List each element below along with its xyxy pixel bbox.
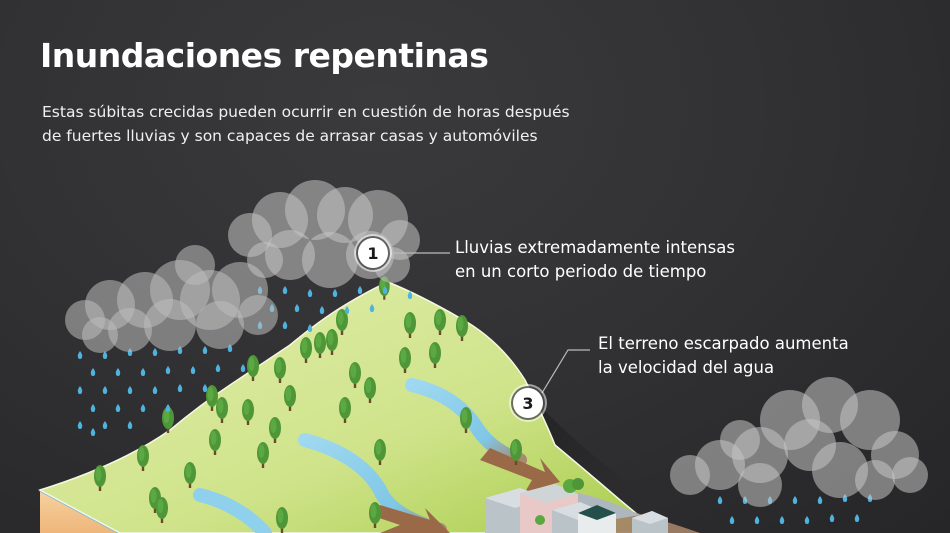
callout-1-line-1: Lluvias extremadamente intensas <box>455 238 735 257</box>
page-title: Inundaciones repentinas <box>40 36 489 75</box>
callout-3-line-2: la velocidad del agua <box>598 358 775 377</box>
cloud-top <box>228 180 420 288</box>
page-subtitle: Estas súbitas crecidas pueden ocurrir en… <box>42 100 662 148</box>
callout-3-badge: 3 <box>513 388 543 418</box>
cloud-right <box>670 377 928 507</box>
cloud-left <box>65 245 278 353</box>
callout-1-badge: 1 <box>358 238 388 268</box>
callout-3-line-1: El terreno escarpado aumenta <box>598 334 849 353</box>
mud-arrow-1 <box>480 448 560 492</box>
callout-3-text: El terreno escarpado aumenta la velocida… <box>598 332 849 380</box>
stream-1 <box>193 488 272 533</box>
callout-3-leader <box>541 349 590 394</box>
subtitle-line-1: Estas súbitas crecidas pueden ocurrir en… <box>42 103 570 121</box>
callout-1-text: Lluvias extremadamente intensas en un co… <box>455 236 735 284</box>
callout-1-line-2: en un corto periodo de tiempo <box>455 262 707 281</box>
subtitle-line-2: de fuertes lluvias y son capaces de arra… <box>42 127 538 145</box>
stream-3 <box>405 378 527 467</box>
city-buildings <box>485 478 668 533</box>
mud-arrow-2 <box>370 505 450 533</box>
